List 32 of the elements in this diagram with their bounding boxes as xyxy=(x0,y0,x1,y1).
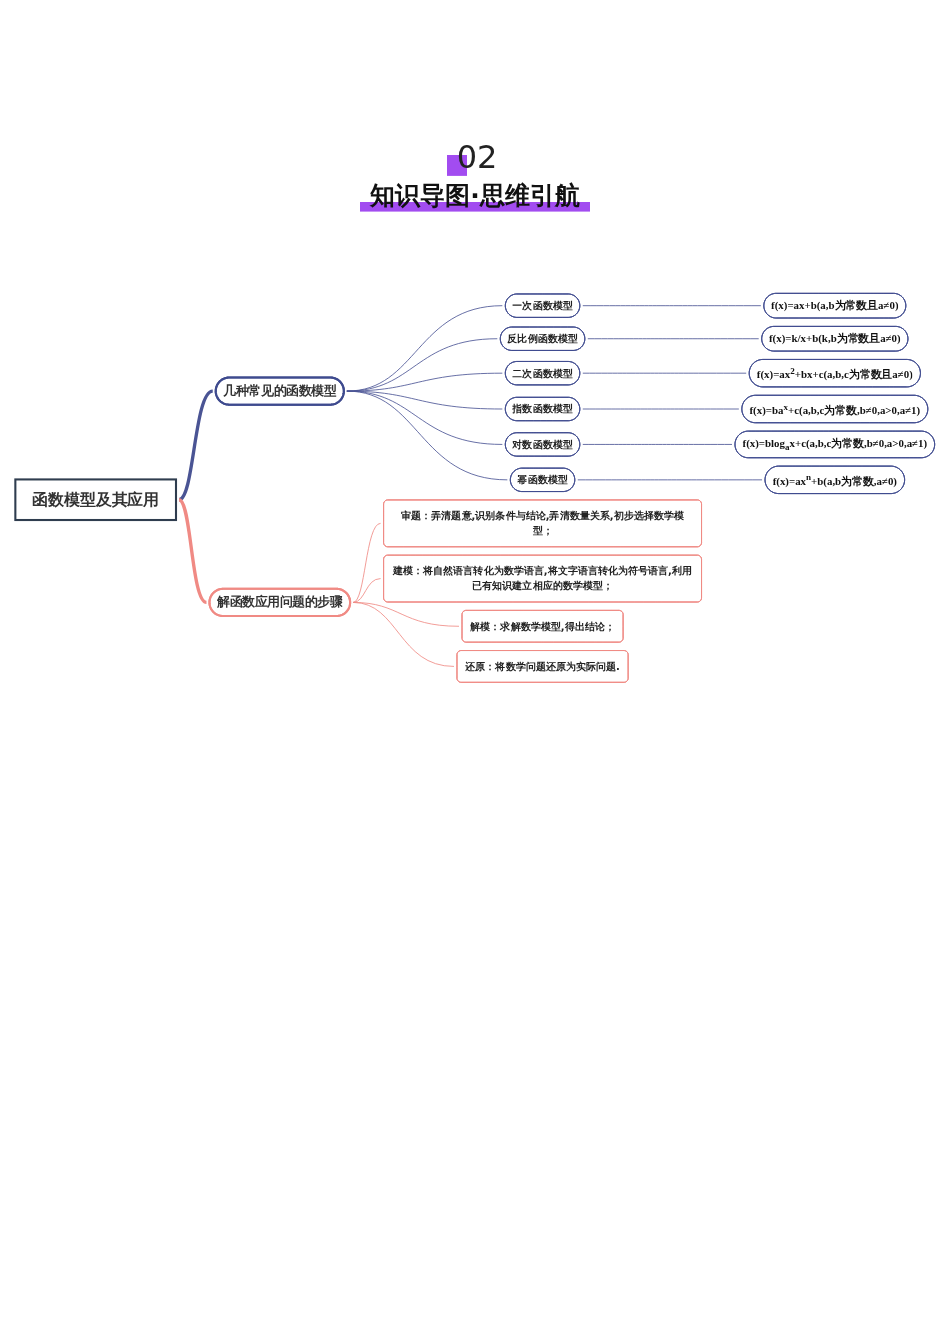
branch-line xyxy=(582,305,762,307)
step-node: 审题：弄清题意,识别条件与结论,弄清数量关系,初步选择数学模型； xyxy=(383,499,702,548)
branch-line xyxy=(582,444,733,445)
step-node: 解模：求解数学模型,得出结论； xyxy=(461,609,624,643)
branch-node: 解函数应用问题的步骤 xyxy=(208,587,352,618)
branch-line xyxy=(587,338,760,340)
formula-node: f(x)=ax+b(a,b为常数且a≠0) xyxy=(763,292,907,319)
branch-line xyxy=(346,390,503,410)
central-topic-box: 函数模型及其应用 xyxy=(14,478,178,522)
formula-node: f(x)=ax$^{n}$+b(a,b为常数,a≠0) xyxy=(764,465,905,494)
formula-node: f(x)=ba$^{x}$+c(a,b,c为常数,b≠0,a>0,a≠1) xyxy=(741,394,929,424)
branch-line xyxy=(352,602,455,667)
branch-line xyxy=(577,479,763,481)
model-node: 反比例函数模型 xyxy=(499,326,586,351)
model-node: 二次函数模型 xyxy=(504,361,581,386)
branch-line xyxy=(346,390,508,481)
branch-line xyxy=(582,372,747,374)
model-node: 指数函数模型 xyxy=(504,396,581,422)
model-node: 一次函数模型 xyxy=(504,293,581,318)
model-node: 对数函数模型 xyxy=(504,432,581,457)
branch-line xyxy=(352,578,381,603)
formula-node: f(x)=k/x+b(k,b为常数且a≠0) xyxy=(761,325,909,352)
branch-line xyxy=(178,389,214,502)
branch-line xyxy=(352,522,381,603)
formula-node: f(x)=blog$_{a}$x+c(a,b,c为常数,b≠0,a>0,a≠1) xyxy=(734,430,936,459)
step-node: 建模：将自然语言转化为数学语言,将文字语言转化为符号语言,利用已有知识建立相应的数学模型； xyxy=(383,554,702,603)
branch-node: 几种常见的函数模型 xyxy=(214,376,345,406)
branch-line xyxy=(582,408,740,410)
step-node: 还原：将数学问题还原为实际问题. xyxy=(456,650,629,683)
formula-node: f(x)=ax$^{2}$+bx+c(a,b,c为常数且a≠0) xyxy=(748,359,921,388)
model-node: 幂函数模型 xyxy=(509,467,576,492)
branch-line xyxy=(178,498,208,604)
